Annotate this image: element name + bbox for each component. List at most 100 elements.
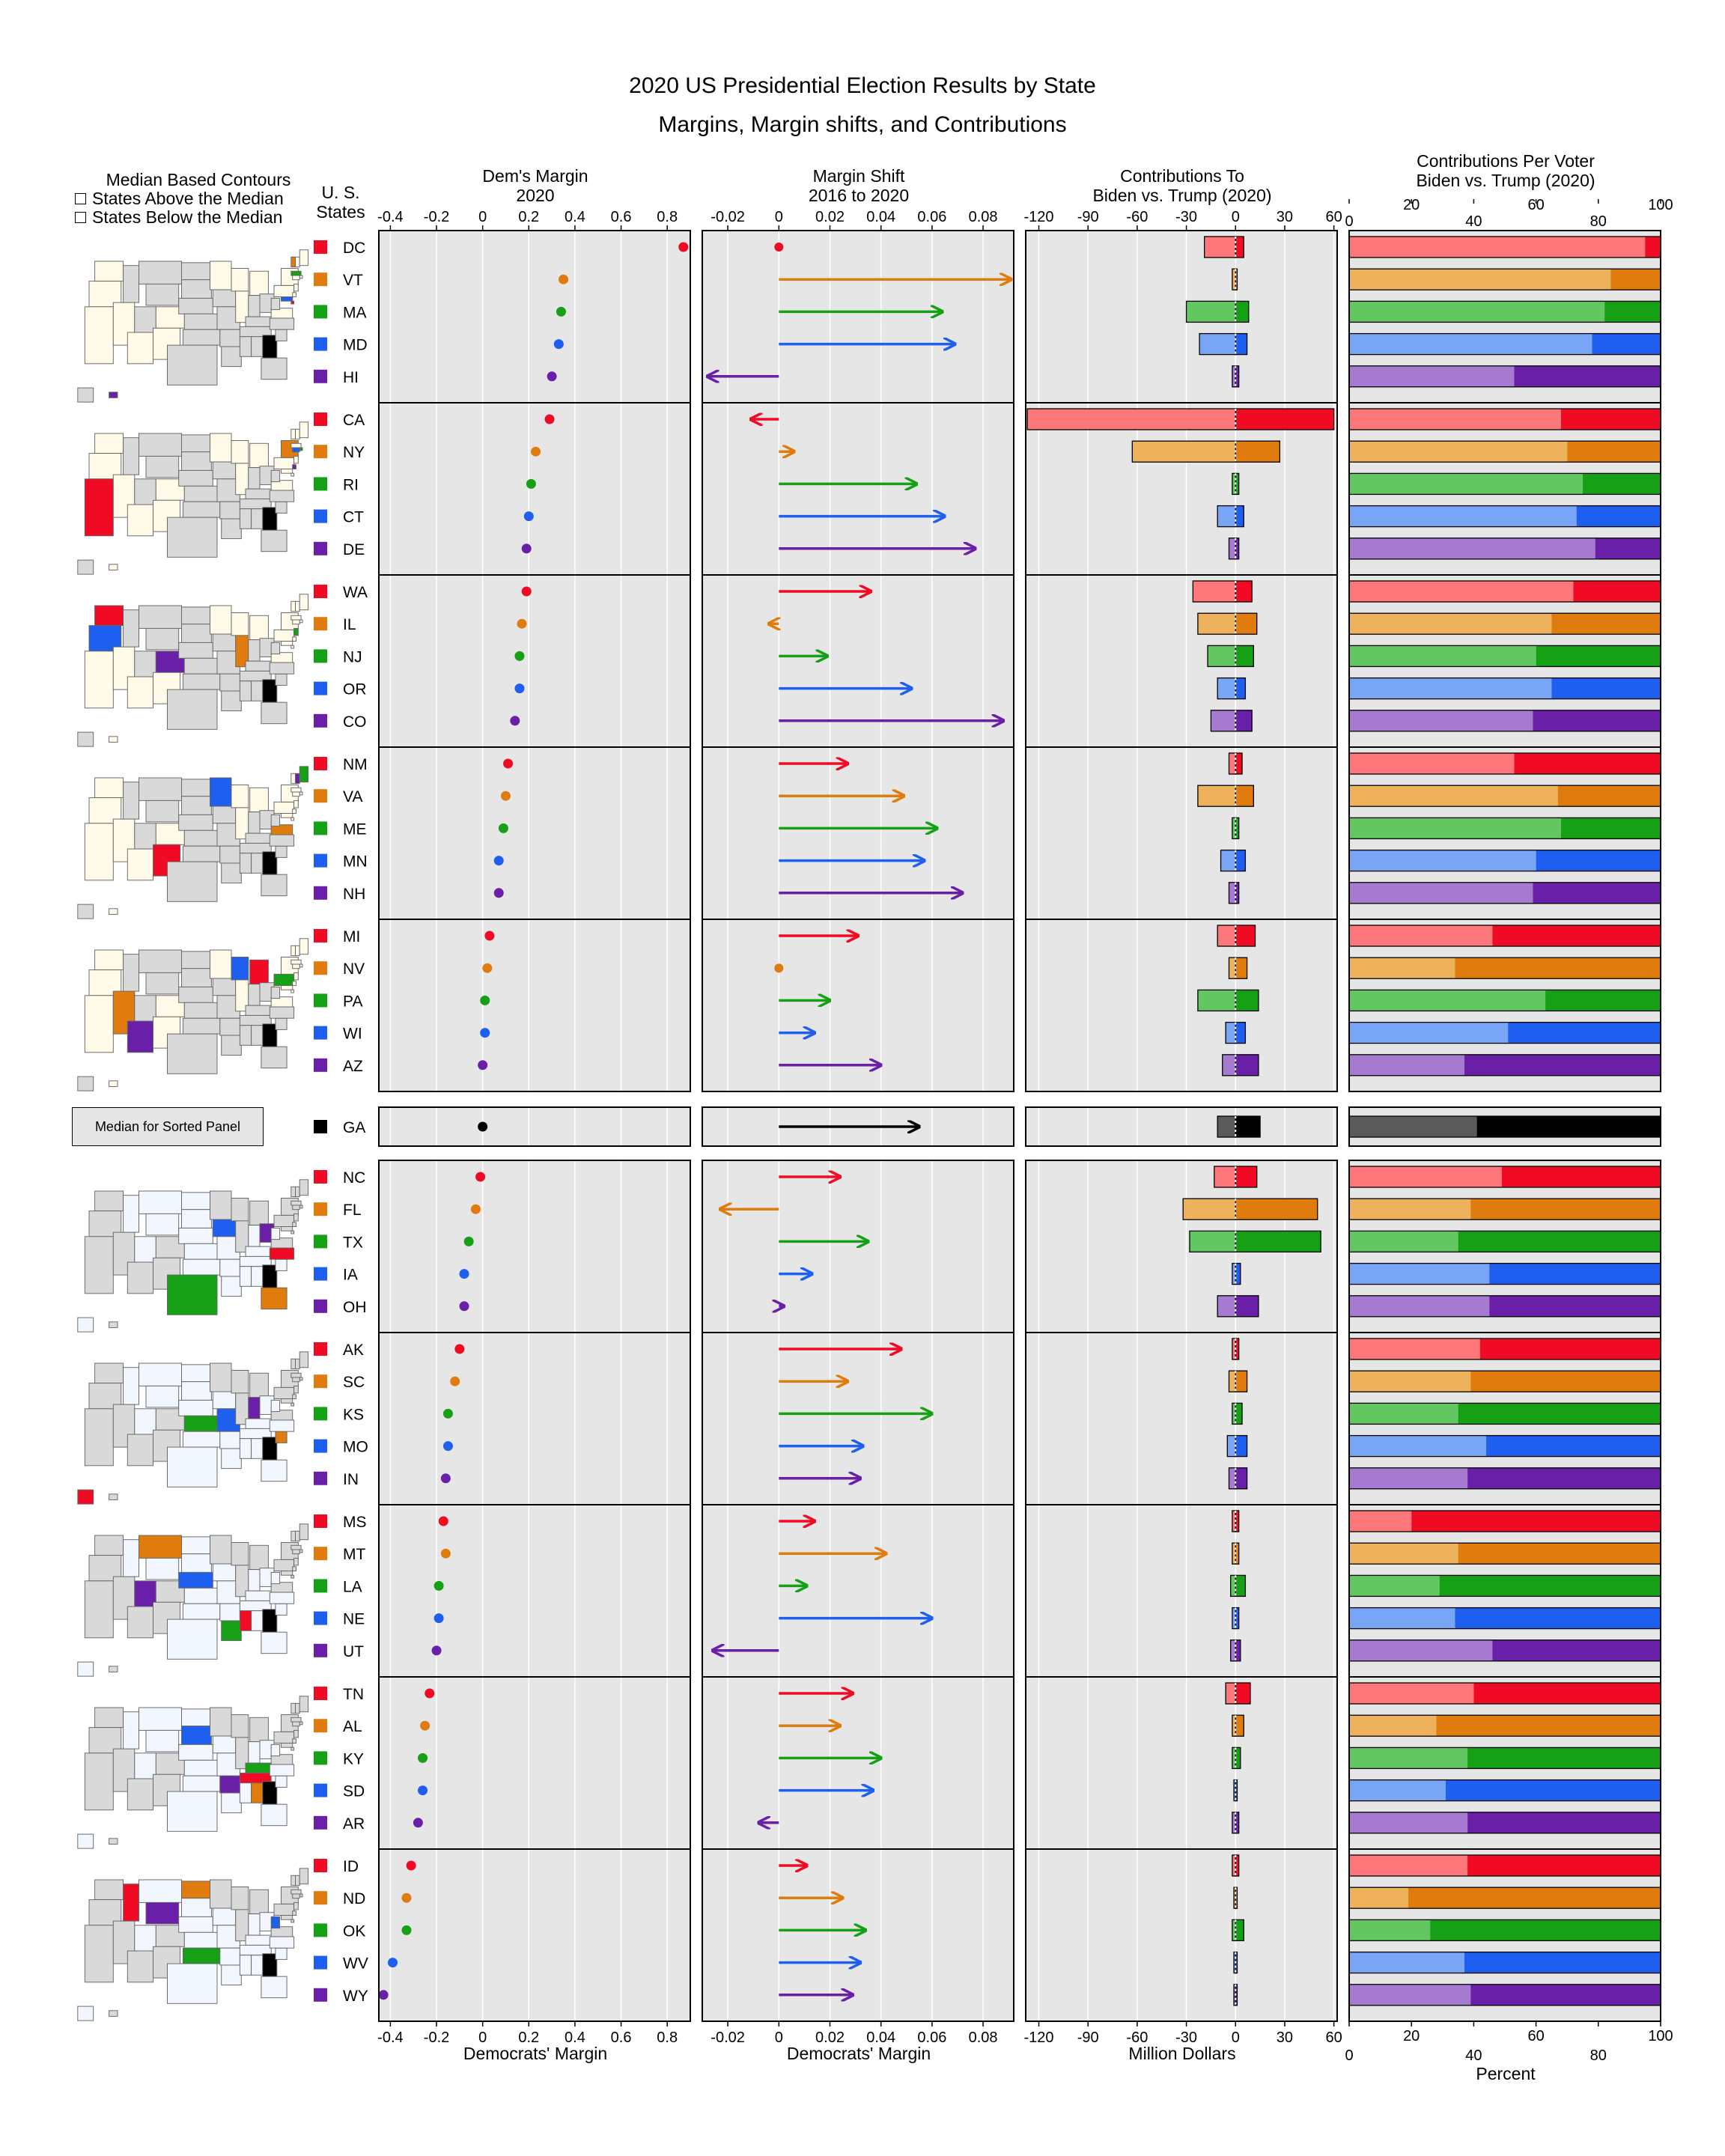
margin-header-line2: 2020 <box>516 186 555 205</box>
panel-bg-margin <box>379 1677 690 1849</box>
biden-pct-bar <box>1349 677 1552 699</box>
state-shape <box>290 1919 295 1923</box>
panel-bg-contrib <box>1026 1333 1337 1505</box>
margin-point <box>514 651 525 661</box>
state-shape <box>210 1190 232 1220</box>
state-swatch <box>314 1643 327 1657</box>
tick-label: -0.02 <box>711 209 745 225</box>
state-shape <box>245 660 273 672</box>
state-shape <box>231 1370 249 1394</box>
state-shape <box>181 1708 210 1727</box>
biden-pct-bar <box>1349 645 1536 667</box>
state-shape <box>127 676 153 709</box>
state-shape <box>295 600 300 612</box>
state-shape <box>295 1358 300 1370</box>
biden-pct-bar <box>1349 850 1536 871</box>
state-shape <box>292 464 296 469</box>
state-shape <box>210 1707 232 1737</box>
state-shape <box>219 1947 240 1966</box>
state-shape <box>123 265 139 303</box>
trump-pct-bar <box>1560 409 1661 430</box>
biden-contrib-bar <box>1235 710 1253 732</box>
state-shape <box>94 949 124 971</box>
biden-pct-bar <box>1349 1812 1468 1833</box>
state-shape <box>270 308 293 319</box>
state-shape <box>178 1399 213 1416</box>
biden-contrib-bar <box>1235 1919 1244 1942</box>
state-shape <box>292 447 300 453</box>
biden-pct-bar <box>1349 333 1592 355</box>
state-shape <box>94 777 124 799</box>
margin-point <box>478 1060 488 1071</box>
state-shape <box>134 995 156 1022</box>
state-shape <box>299 275 303 279</box>
legend-below-label: States Below the Median <box>92 207 283 227</box>
state-shape <box>269 1006 295 1019</box>
state-shape <box>269 1247 295 1260</box>
biden-pct-bar <box>1349 1747 1468 1769</box>
percent-header-line1: Contributions Per Voter <box>1417 151 1595 171</box>
margin-point <box>459 1301 469 1312</box>
state-shape <box>181 1726 212 1745</box>
state-shape <box>182 1431 221 1448</box>
state-label: NC <box>343 1169 365 1187</box>
state-label: IL <box>343 616 356 633</box>
state-shape <box>293 455 299 464</box>
state-shape <box>77 904 94 919</box>
state-label: MS <box>343 1514 367 1531</box>
biden-contrib-bar <box>1235 1230 1321 1253</box>
state-shape <box>299 1205 303 1209</box>
state-shape <box>261 1631 288 1654</box>
state-shape <box>212 1219 237 1237</box>
tick-label: 0.2 <box>518 2029 539 2046</box>
state-shape <box>281 296 293 302</box>
tick-label: 0 <box>1345 213 1353 230</box>
panel-bg-contrib <box>1026 919 1337 1091</box>
tick-label: 0.8 <box>657 209 678 225</box>
state-shape <box>290 945 296 957</box>
trump-pct-bar <box>1595 538 1661 559</box>
chart-panels: DCVTMAMDHICANYRICTDEWAILNJORCONMVAMEMNNH… <box>314 197 1673 2064</box>
trump-pct-bar <box>1536 645 1661 667</box>
state-label: AZ <box>343 1058 363 1075</box>
state-shape <box>181 1209 212 1228</box>
state-shape <box>145 1557 180 1580</box>
state-shape <box>139 1362 182 1386</box>
state-shape <box>183 485 218 502</box>
state-shape <box>221 1035 242 1056</box>
state-label: AL <box>343 1718 362 1735</box>
state-shape <box>245 1246 273 1257</box>
state-shape <box>94 1879 124 1901</box>
state-swatch <box>314 713 327 728</box>
trump-pct-bar <box>1411 1511 1661 1532</box>
margin-point <box>498 823 508 833</box>
trump-pct-bar <box>1583 473 1661 495</box>
panel-bg-margin <box>379 747 690 919</box>
panel-frame <box>702 1106 1014 1147</box>
state-shape <box>251 853 264 874</box>
state-shape <box>269 1764 295 1776</box>
legend-above: States Above the Median <box>75 189 307 208</box>
state-swatch <box>314 541 327 555</box>
biden-pct-bar <box>1349 1467 1468 1489</box>
state-label: MN <box>343 853 368 871</box>
state-shape <box>221 1964 242 1986</box>
state-swatch <box>314 1407 327 1421</box>
state-swatch <box>314 1579 327 1593</box>
tick-label: -90 <box>1077 2029 1099 2046</box>
state-shape <box>290 300 295 305</box>
state-shape <box>181 968 212 987</box>
state-shape <box>299 1893 303 1898</box>
state-shape <box>270 824 293 835</box>
panel-bg-shift <box>702 575 1014 747</box>
state-shape <box>262 679 278 703</box>
state-label: UT <box>343 1643 364 1660</box>
state-shape <box>210 605 232 635</box>
state-map <box>77 1523 309 1677</box>
state-shape <box>139 1535 182 1559</box>
state-shape <box>134 1236 156 1263</box>
state-shape <box>273 457 295 469</box>
state-shape <box>299 1721 303 1726</box>
tick-label: 0.04 <box>866 209 895 225</box>
state-label: MT <box>343 1546 365 1563</box>
